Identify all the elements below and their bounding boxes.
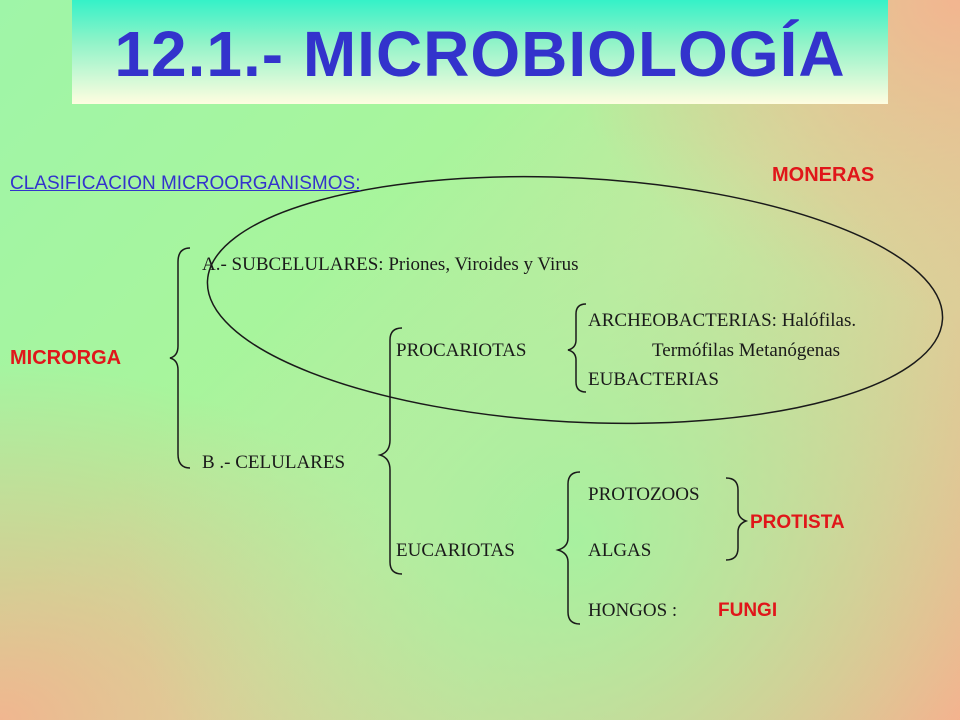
- label-moneras: MONERAS: [772, 164, 875, 186]
- label-protozoos: PROTOZOOS: [588, 484, 700, 505]
- label-protista: PROTISTA: [750, 512, 845, 533]
- label-microrga: MICRORGA: [10, 347, 122, 369]
- label-eubacterias: EUBACTERIAS: [588, 369, 719, 390]
- label-eucariotas: EUCARIOTAS: [396, 540, 515, 561]
- classification-heading: CLASIFICACION MICROORGANISMOS:: [10, 173, 361, 194]
- page-title: 12.1.- MICROBIOLOGÍA: [114, 18, 846, 90]
- label-procariotas: PROCARIOTAS: [396, 340, 527, 361]
- brace-microrga: [169, 247, 191, 469]
- label-fungi: FUNGI: [718, 600, 778, 621]
- label-celulares: B .- CELULARES: [202, 452, 346, 473]
- brace-celulares: [377, 327, 403, 575]
- label-algas: ALGAS: [588, 540, 652, 561]
- label-archeo-types: Termófilas Metanógenas: [652, 340, 841, 361]
- brace-protista: [725, 477, 749, 561]
- label-archeobacterias: ARCHEOBACTERIAS: Halófilas.: [588, 310, 857, 331]
- title-banner: [72, 0, 888, 104]
- brace-eucariotas: [555, 471, 581, 625]
- label-hongos: HONGOS :: [588, 600, 678, 621]
- label-subcelulares: A.- SUBCELULARES: Priones, Viroides y Vi…: [202, 254, 579, 275]
- moneras-ellipse: [206, 175, 944, 425]
- brace-procariotas: [567, 303, 587, 393]
